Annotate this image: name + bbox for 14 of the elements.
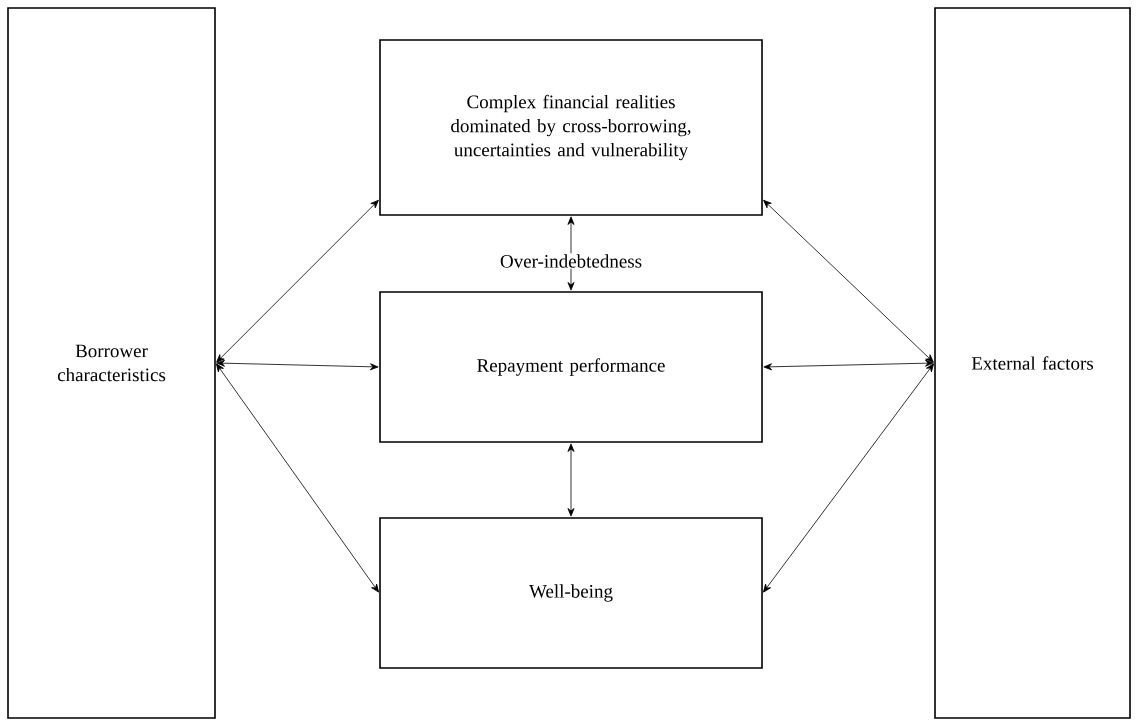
- arrow: [763, 199, 934, 363]
- arrow: [567, 216, 575, 291]
- arrow: [763, 363, 934, 593]
- arrow: [216, 359, 379, 371]
- edge-label: Over-indebtedness: [498, 253, 644, 269]
- process-box: Well-being: [379, 517, 763, 669]
- process-box: Complex financial realities dominated by cross-borrowing, uncertainties and vulnerability: [379, 39, 763, 216]
- arrow: [567, 443, 575, 517]
- arrow: [216, 199, 379, 363]
- arrow: [216, 363, 379, 593]
- process-box: Repayment performance: [379, 291, 763, 443]
- side-box: External factors: [934, 7, 1131, 719]
- arrow: [763, 359, 934, 371]
- side-box: Borrower characteristics: [7, 7, 216, 719]
